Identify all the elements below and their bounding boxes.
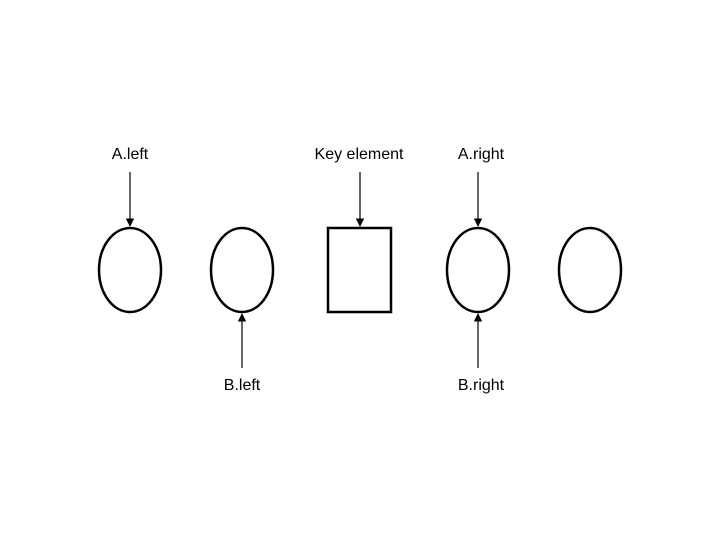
circle-b-left [209,226,275,314]
key-element-square [326,226,393,314]
circle-extra-right [557,226,623,314]
label-b-left: B.left [223,377,261,394]
circle-a-left [97,226,163,314]
label-key-element: Key element [314,146,404,163]
label-a-right: A.right [457,146,505,163]
label-b-right: B.right [457,377,505,394]
circle-a-right [445,226,511,314]
label-a-left: A.left [111,146,149,163]
